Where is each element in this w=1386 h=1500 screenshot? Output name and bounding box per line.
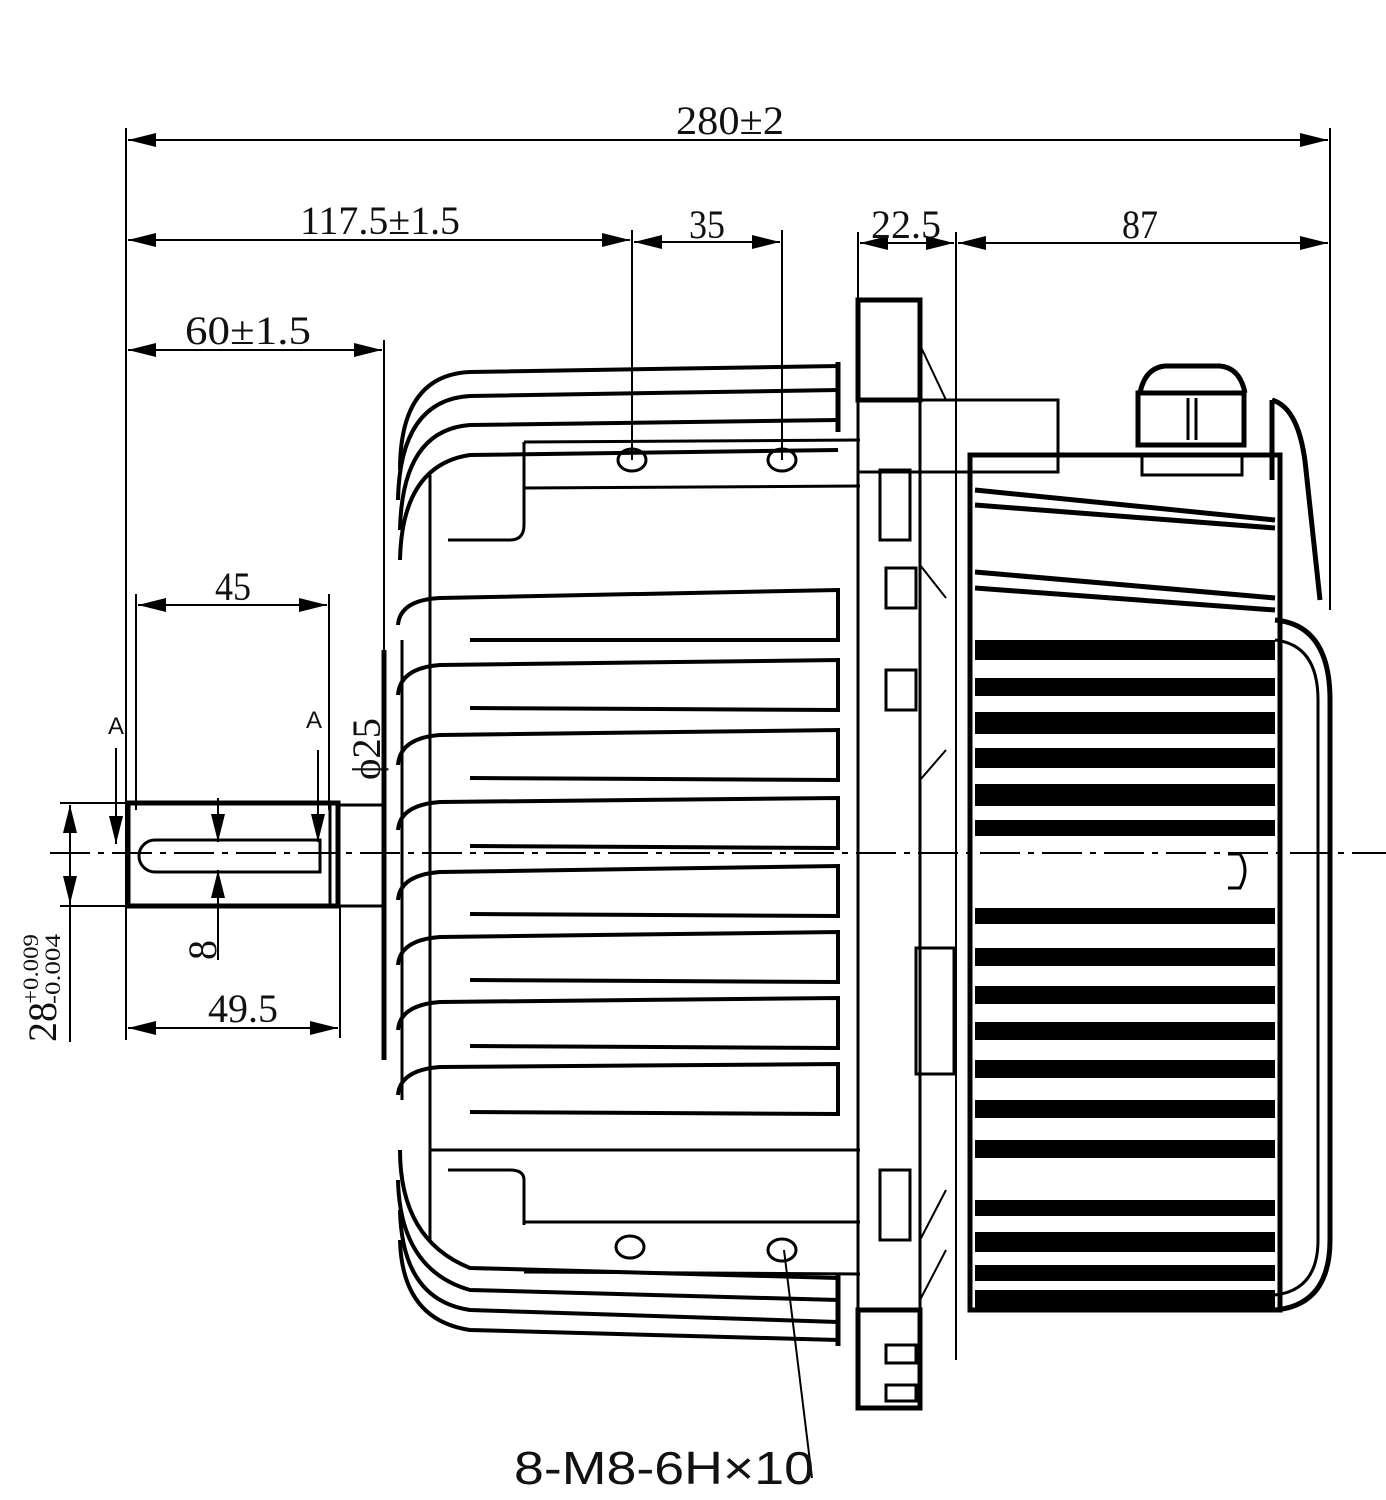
dim-keyway-length: 45 xyxy=(215,564,251,609)
mounting-flange xyxy=(855,297,1060,1411)
thread-callout: 8-M8-6H×10 xyxy=(514,1249,814,1494)
cable-gland xyxy=(1135,363,1248,477)
dim-shaft-extension: 60±1.5 xyxy=(185,308,311,353)
mount-hole xyxy=(616,447,648,473)
section-marks: A A xyxy=(108,707,325,844)
mount-hole xyxy=(614,1234,646,1260)
dim-flange-to-shaft-end: 117.5±1.5 xyxy=(300,198,460,243)
threaded-holes-spec: 8-M8-6H×10 xyxy=(514,1442,814,1494)
dim-shaft-diameter-base: 28 xyxy=(20,1002,65,1042)
rear-fins xyxy=(974,487,1276,1310)
dim-rear-housing-length: 87 xyxy=(1122,202,1158,247)
bolt xyxy=(878,468,912,542)
shaft xyxy=(125,650,387,1060)
dim-key-width: 8 xyxy=(180,940,225,960)
mount-hole xyxy=(766,1237,798,1263)
bolt xyxy=(878,1168,912,1242)
dim-shaft-diameter: 28 +0.009 -0.004 xyxy=(18,934,65,1042)
mount-hole xyxy=(766,447,798,473)
dim-shaft-tol-lower: -0.004 xyxy=(40,934,65,1004)
dim-mount-hole-spacing: 35 xyxy=(689,202,725,247)
section-mark-left: A xyxy=(108,713,124,740)
dimension-lines xyxy=(63,133,1328,1042)
cooling-fins xyxy=(396,587,840,1117)
rear-housing xyxy=(967,363,1333,1313)
dim-overall-length: 280±2 xyxy=(676,98,784,143)
dim-shaft-step-length: 49.5 xyxy=(208,986,278,1031)
section-mark-right: A xyxy=(306,707,322,734)
dim-flange-thickness: 22.5 xyxy=(871,202,941,247)
keyway-slot xyxy=(137,838,322,874)
dim-shaft-tol-upper: +0.009 xyxy=(18,934,43,1004)
front-housing xyxy=(396,362,861,1346)
